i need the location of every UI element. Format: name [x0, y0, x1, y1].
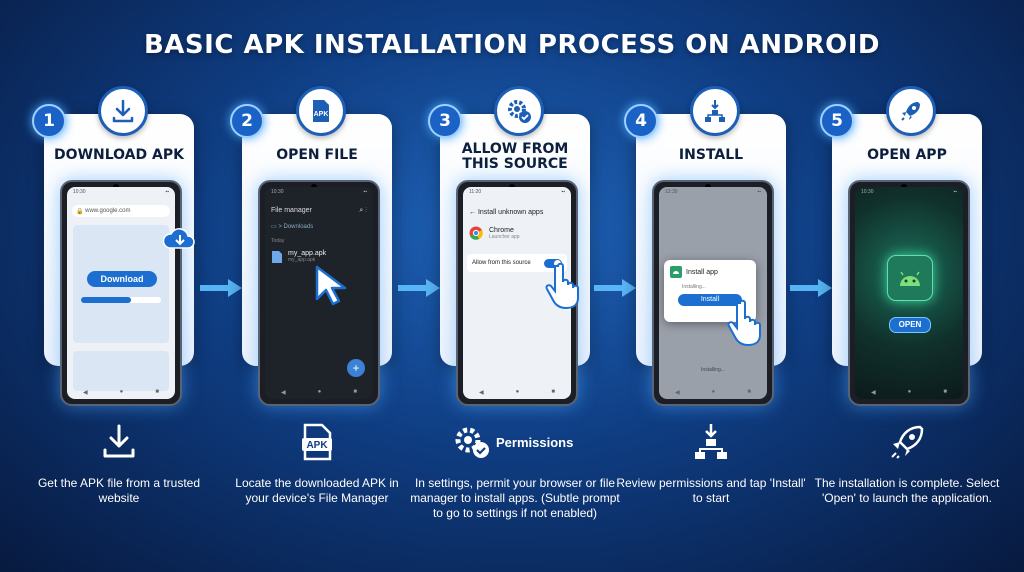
download-icon: [98, 86, 148, 136]
chrome-icon: [469, 226, 483, 240]
lock-icon: 🔒: [76, 208, 86, 215]
android-app-icon[interactable]: [887, 255, 933, 301]
svg-text:APK: APK: [314, 111, 329, 118]
home-screen: 10:30▪▪ OPEN ◀●■: [855, 187, 963, 399]
step-1-badge: 1: [32, 104, 66, 138]
hand-tap-icon: [727, 299, 761, 347]
add-fab-button[interactable]: +: [347, 359, 365, 377]
step-5-phone: 10:30▪▪ OPEN ◀●■: [848, 180, 970, 406]
url-bar[interactable]: 🔒 www.google.com: [72, 205, 170, 217]
gear-check-icon-large: [455, 427, 489, 458]
arrow-2-icon: [398, 279, 440, 297]
step-2-title: OPEN FILE: [276, 147, 358, 163]
arrow-4-icon: [790, 279, 832, 297]
step-2: OPEN FILE 2 APK 10:30▪▪ File manager ⌕ ⋮…: [230, 86, 402, 562]
rocket-icon-large: [887, 422, 927, 462]
step-1-phone: 10:30▪▪ 🔒 www.google.com Download ◀●■: [60, 180, 182, 406]
step-5: OPEN APP 5 10:30▪▪ OPEN ◀●■ The installa…: [815, 86, 999, 562]
apk-file-item[interactable]: my_app.apk my_app.apk: [265, 246, 373, 268]
install-icon: [690, 86, 740, 136]
step-1-desc: Get the APK file from a trusted website: [37, 476, 201, 505]
install-icon-large: [691, 422, 731, 462]
file-manager-screen: 10:30▪▪ File manager ⌕ ⋮ ▭ > Downloads T…: [265, 187, 373, 399]
apk-icon-large: APK: [297, 422, 337, 462]
search-icon[interactable]: ⌕ ⋮: [359, 207, 367, 214]
android-icon: [670, 266, 682, 278]
file-manager-header: File manager: [271, 207, 312, 214]
download-icon-large: [99, 422, 139, 462]
web-page: Download: [73, 225, 169, 343]
allow-source-row: Allow from this source: [467, 254, 567, 272]
page-title: BASIC APK INSTALLATION PROCESS ON ANDROI…: [143, 30, 881, 60]
download-button[interactable]: Download: [87, 271, 157, 287]
step-1-title: DOWNLOAD APK: [54, 147, 184, 163]
cursor-icon: [315, 265, 347, 306]
breadcrumb[interactable]: ▭ > Downloads: [271, 224, 314, 230]
step-4-title: INSTALL: [678, 147, 744, 163]
settings-header: ← Install unknown apps: [469, 209, 544, 216]
arrow-1-icon: [200, 279, 242, 297]
step-3-phone: 11:20▪▪ ← Install unknown apps Chrome La…: [456, 180, 578, 406]
browser-screen: 10:30▪▪ 🔒 www.google.com Download ◀●■: [67, 187, 175, 399]
gear-check-icon: [494, 86, 544, 136]
download-progress: [81, 297, 161, 303]
step-5-title: OPEN APP: [867, 147, 947, 163]
step-2-phone: 10:30▪▪ File manager ⌕ ⋮ ▭ > Downloads T…: [258, 180, 380, 406]
arrow-3-icon: [594, 279, 636, 297]
chrome-app-item[interactable]: Chrome Launcher app: [463, 220, 571, 246]
permissions-label: Permissions: [452, 424, 582, 460]
hand-tap-icon: [545, 262, 579, 310]
step-4-desc: Review permissions and tap 'Install' to …: [616, 476, 806, 505]
step-3-badge: 3: [428, 104, 462, 138]
step-4-badge: 4: [624, 104, 658, 138]
step-2-badge: 2: [230, 104, 264, 138]
rocket-icon: [886, 86, 936, 136]
svg-text:APK: APK: [306, 440, 328, 451]
step-5-desc: The installation is complete. Select 'Op…: [814, 476, 1000, 505]
open-button[interactable]: OPEN: [889, 317, 931, 333]
step-5-badge: 5: [820, 104, 854, 138]
step-4: INSTALL 4 12:30▪▪ Installing... ◀●■ Inst…: [616, 86, 806, 562]
apk-file-icon: APK: [296, 86, 346, 136]
install-button[interactable]: Install: [678, 294, 742, 306]
step-3-desc: In settings, permit your browser or file…: [410, 476, 620, 520]
allow-source-toggle[interactable]: [544, 258, 562, 268]
step-1: DOWNLOAD APK 1 10:30▪▪ 🔒 www.google.com …: [32, 86, 204, 562]
cloud-download-icon: [162, 224, 198, 254]
step-2-desc: Locate the downloaded APK in your device…: [235, 476, 399, 505]
